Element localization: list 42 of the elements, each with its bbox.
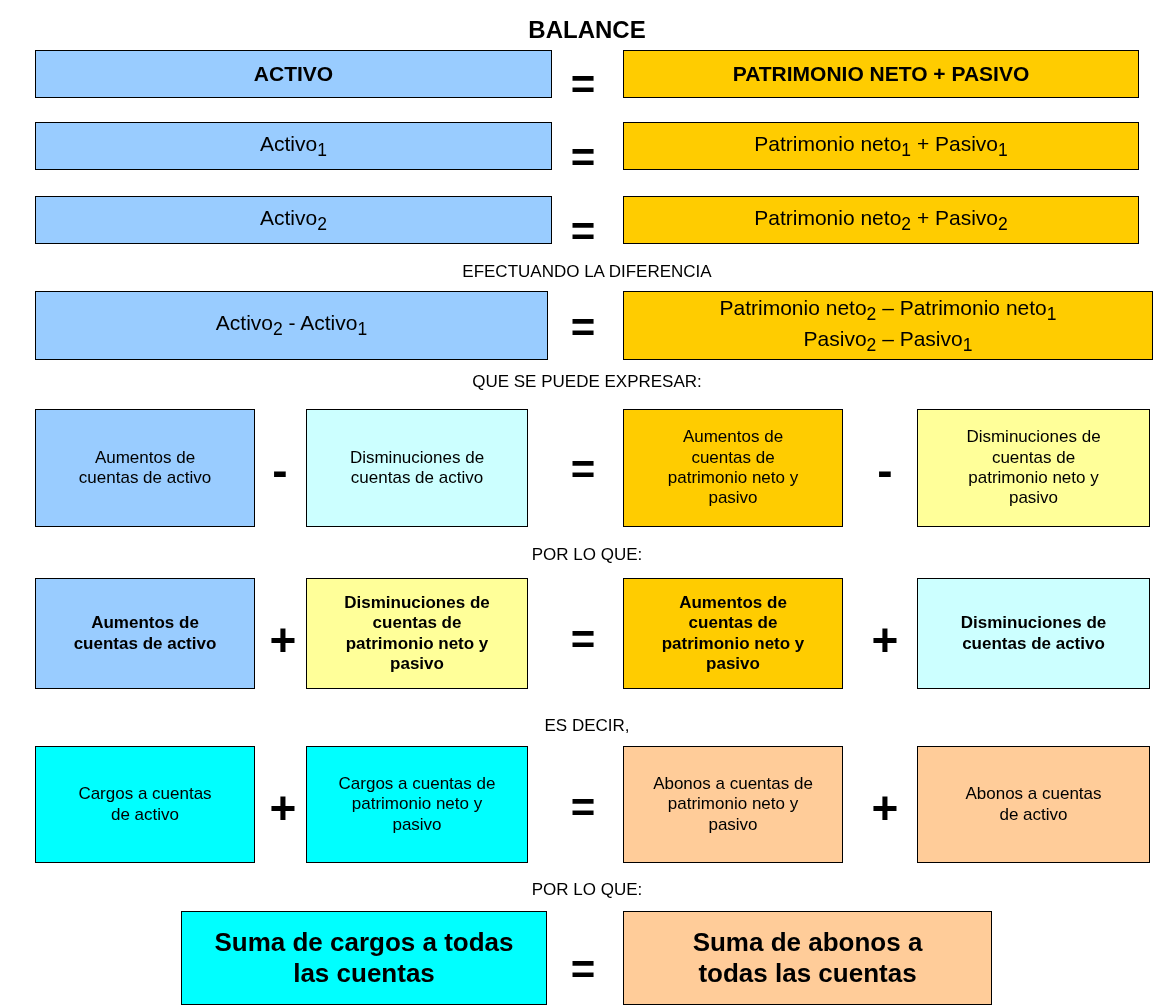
formula-box: Patrimonio neto$_{1}$ + Pasivo$_{1}$ (623, 122, 1139, 170)
formula-box: PATRIMONIO NETO + PASIVO (623, 50, 1139, 98)
formula-box: Aumentos de cuentas de patrimonio neto y pasivo (623, 409, 843, 527)
operator-sign: = (570, 304, 596, 352)
step-caption: QUE SE PUEDE EXPRESAR: (472, 372, 702, 392)
operator-sign: + (269, 613, 297, 667)
operator-sign: = (570, 61, 596, 109)
formula-box: Patrimonio neto$_{2}$ + Pasivo$_{2}$ (623, 196, 1139, 244)
formula-box: Activo$_{2}$ (35, 196, 552, 244)
formula-box: Disminuciones de cuentas de activo (917, 578, 1150, 689)
formula-box: Cargos a cuentas de patrimonio neto y pasivo (306, 746, 528, 863)
operator-sign: = (570, 616, 596, 664)
formula-box: Disminuciones de cuentas de patrimonio neto y pasivo (917, 409, 1150, 527)
formula-box: Suma de abonos a todas las cuentas (623, 911, 992, 1005)
formula-box: Aumentos de cuentas de patrimonio neto y pasivo (623, 578, 843, 689)
operator-sign: + (871, 613, 899, 667)
formula-box: Suma de cargos a todas las cuentas (181, 911, 547, 1005)
operator-sign: = (570, 446, 596, 494)
formula-box: Aumentos de cuentas de activo (35, 409, 255, 527)
operator-sign: = (570, 134, 596, 182)
step-caption: POR LO QUE: (531, 545, 643, 565)
operator-sign: - (877, 443, 893, 497)
formula-box: Activo$_{1}$ (35, 122, 552, 170)
formula-box: ACTIVO (35, 50, 552, 98)
diagram-title: BALANCE (528, 16, 646, 44)
step-caption: EFECTUANDO LA DIFERENCIA (462, 262, 712, 282)
operator-sign: = (570, 946, 596, 994)
formula-box: Patrimonio neto$_{2}$ – Patrimonio neto$_{1}$ Pasivo$_{2}$ – Pasivo$_{1}$ (623, 291, 1153, 360)
operator-sign: = (570, 784, 596, 832)
operator-sign: - (272, 443, 288, 497)
formula-box: Abonos a cuentas de activo (917, 746, 1150, 863)
operator-sign: = (570, 208, 596, 256)
formula-box: Cargos a cuentas de activo (35, 746, 255, 863)
operator-sign: + (269, 781, 297, 835)
formula-box: Disminuciones de cuentas de patrimonio neto y pasivo (306, 578, 528, 689)
operator-sign: + (871, 781, 899, 835)
formula-box: Disminuciones de cuentas de activo (306, 409, 528, 527)
formula-box: Aumentos de cuentas de activo (35, 578, 255, 689)
formula-box: Activo$_{2}$ - Activo$_{1}$ (35, 291, 548, 360)
step-caption: POR LO QUE: (531, 880, 643, 900)
step-caption: ES DECIR, (544, 716, 630, 736)
formula-box: Abonos a cuentas de patrimonio neto y pasivo (623, 746, 843, 863)
